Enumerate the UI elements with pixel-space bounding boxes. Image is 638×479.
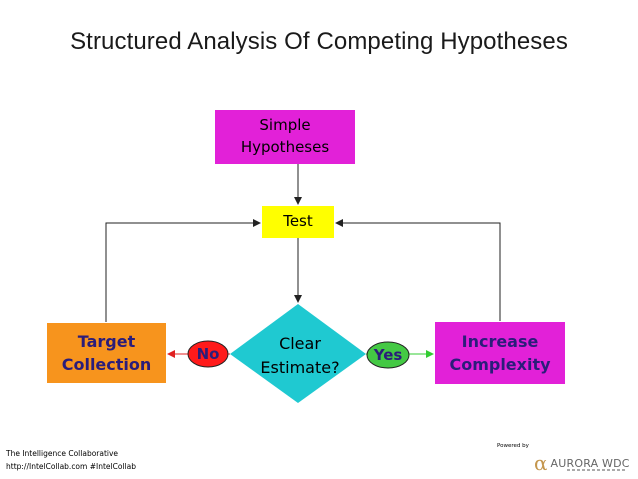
no-label: No — [196, 345, 220, 363]
slide-title: Structured Analysis Of Competing Hypothe… — [70, 28, 568, 55]
node-clear-estimate-label: Clear Estimate? — [260, 334, 340, 377]
logo-text: AURORA WDC — [550, 456, 630, 470]
footer-credits: The Intelligence Collaborative http://In… — [6, 447, 136, 473]
node-simple-hypotheses: Simple Hypotheses — [215, 110, 355, 164]
aurora-logo: α AURORA WDC — [534, 452, 634, 474]
org-name: The Intelligence Collaborative — [6, 449, 119, 458]
alpha-logo-icon: α — [534, 451, 548, 475]
arrow-target-to-test — [105, 219, 261, 322]
logo-tagline-decoration — [567, 469, 625, 471]
yes-label: Yes — [373, 346, 403, 364]
node-test: Test — [262, 206, 334, 238]
node-increase-complexity: Increase Complexity — [435, 322, 565, 384]
org-links: http://IntelCollab.com #IntelCollab — [6, 462, 136, 471]
arrow-increase-to-test — [335, 219, 501, 321]
clear-estimate-diamond — [230, 304, 366, 403]
no-oval — [187, 340, 229, 368]
powered-by-label: Powered by — [497, 443, 529, 449]
yes-oval — [366, 341, 410, 369]
node-target-collection: Target Collection — [47, 323, 166, 383]
